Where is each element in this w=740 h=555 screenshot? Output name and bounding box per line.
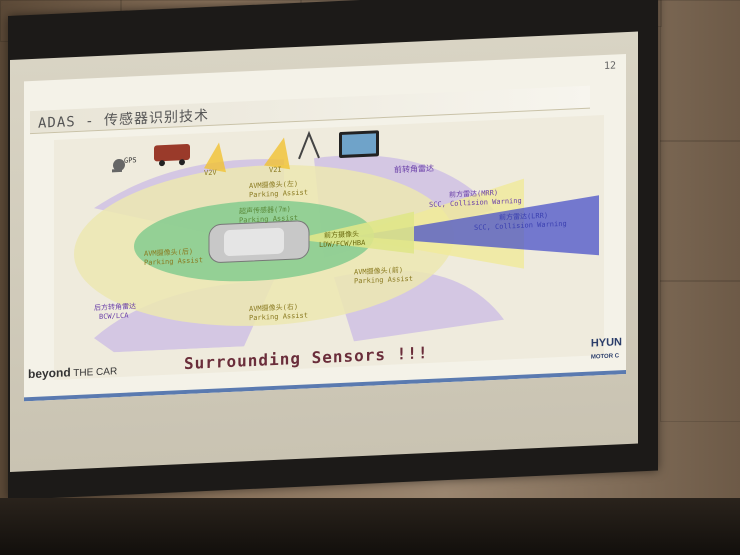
navigation-screen-icon — [339, 130, 379, 158]
footer-brand-left-sub: THE CAR — [73, 366, 117, 379]
footer-brand-right-main: HYUN — [591, 336, 622, 349]
vehicle-icon — [154, 144, 190, 167]
wall-panel — [660, 140, 740, 282]
gps-label: GPS — [124, 156, 137, 165]
projected-image: 12 ADAS - 传感器识别技术 — [10, 31, 638, 472]
slide-title: ADAS - 传感器识别技术 — [38, 105, 209, 133]
rear-corner-radar-sub-label: BCW/LCA — [99, 312, 129, 321]
footer-brand-right: HYUN MOTOR C — [591, 336, 622, 361]
front-corner-radar-label: 前转角雷达 — [394, 163, 434, 175]
footer-brand-left: beyond THE CAR — [28, 363, 117, 381]
v2v-label: V2V — [204, 169, 217, 178]
tower-icon — [299, 133, 319, 159]
wall-panel — [660, 280, 740, 422]
footer-brand-left-main: beyond — [28, 365, 71, 381]
sensor-diagram: GPS V2V V2I 前转角雷达 AVM摄像头(左) Parking Assi… — [54, 115, 604, 380]
stage-floor — [0, 498, 740, 555]
slide-page-number: 12 — [604, 60, 616, 72]
car-roof — [224, 228, 284, 257]
front-camera-label: 前方摄像头 — [324, 229, 359, 240]
sensor-diagram-svg: GPS V2V V2I 前转角雷达 AVM摄像头(左) Parking Assi… — [54, 115, 604, 355]
wall-panel — [660, 0, 740, 142]
presentation-slide: 12 ADAS - 传感器识别技术 — [24, 54, 626, 401]
footer-brand-right-sub: MOTOR C — [591, 353, 619, 360]
rear-corner-radar-label: 后方转角雷达 — [94, 301, 136, 312]
v2i-label: V2I — [269, 166, 282, 175]
